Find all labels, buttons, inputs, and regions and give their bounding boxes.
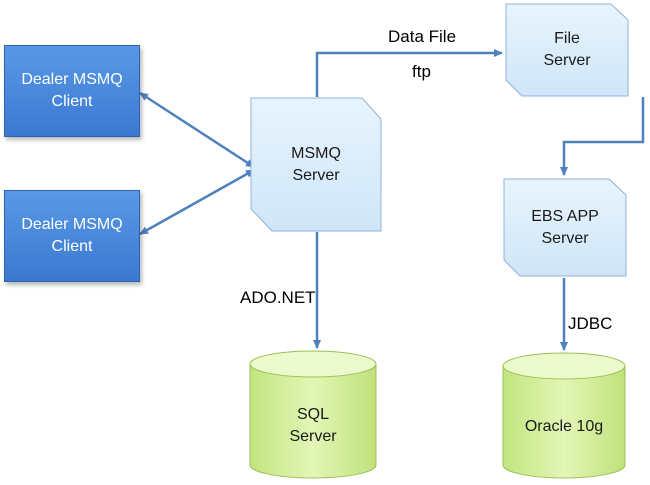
file-server-shape: [505, 3, 629, 97]
ebs-app-server-node: EBS APP Server: [503, 178, 627, 277]
oracle-database: Oracle 10g: [502, 352, 626, 480]
data-file-label: Data File: [388, 27, 457, 46]
ebs-app-server-line1: EBS APP: [531, 207, 599, 225]
dealer-client-1-line1: Dealer MSMQ: [21, 71, 123, 88]
ebs-app-server-shape: [503, 178, 627, 277]
ftp-label: ftp: [412, 62, 431, 81]
ado-net-label: ADO.NET: [240, 288, 316, 307]
sql-server-line2: Server: [289, 428, 337, 445]
msmq-to-file-server-connector: [315, 49, 503, 97]
client2-msmq-connector: [139, 168, 255, 236]
dealer-msmq-client-2: Dealer MSMQ Client: [4, 190, 140, 282]
dealer-client-2-line1: Dealer MSMQ: [21, 216, 123, 233]
msmq-server-line2: Server: [292, 166, 340, 184]
oracle-line1: Oracle 10g: [524, 418, 604, 435]
oracle-cylinder: [502, 352, 626, 479]
msmq-server-node: MSMQ Server: [250, 97, 382, 232]
jdbc-label: JDBC: [568, 314, 613, 333]
dealer-client-1-line2: Client: [51, 93, 93, 110]
msmq-server-line1: MSMQ: [291, 144, 341, 162]
file-server-to-ebs-connector: [560, 97, 645, 176]
sql-server-cylinder: [249, 350, 377, 479]
file-server-node: File Server: [505, 3, 629, 97]
ebs-app-server-line2: Server: [541, 229, 589, 247]
dealer-client-2-line2: Client: [51, 238, 93, 255]
msmq-server-shape: [250, 97, 382, 232]
dealer-msmq-client-1: Dealer MSMQ Client: [4, 45, 140, 137]
sql-server-line1: SQL: [296, 406, 329, 423]
sql-server-database: SQL Server: [249, 350, 377, 480]
client1-msmq-connector: [139, 91, 255, 169]
file-server-line1: File: [554, 30, 580, 47]
file-server-line2: Server: [543, 52, 591, 69]
